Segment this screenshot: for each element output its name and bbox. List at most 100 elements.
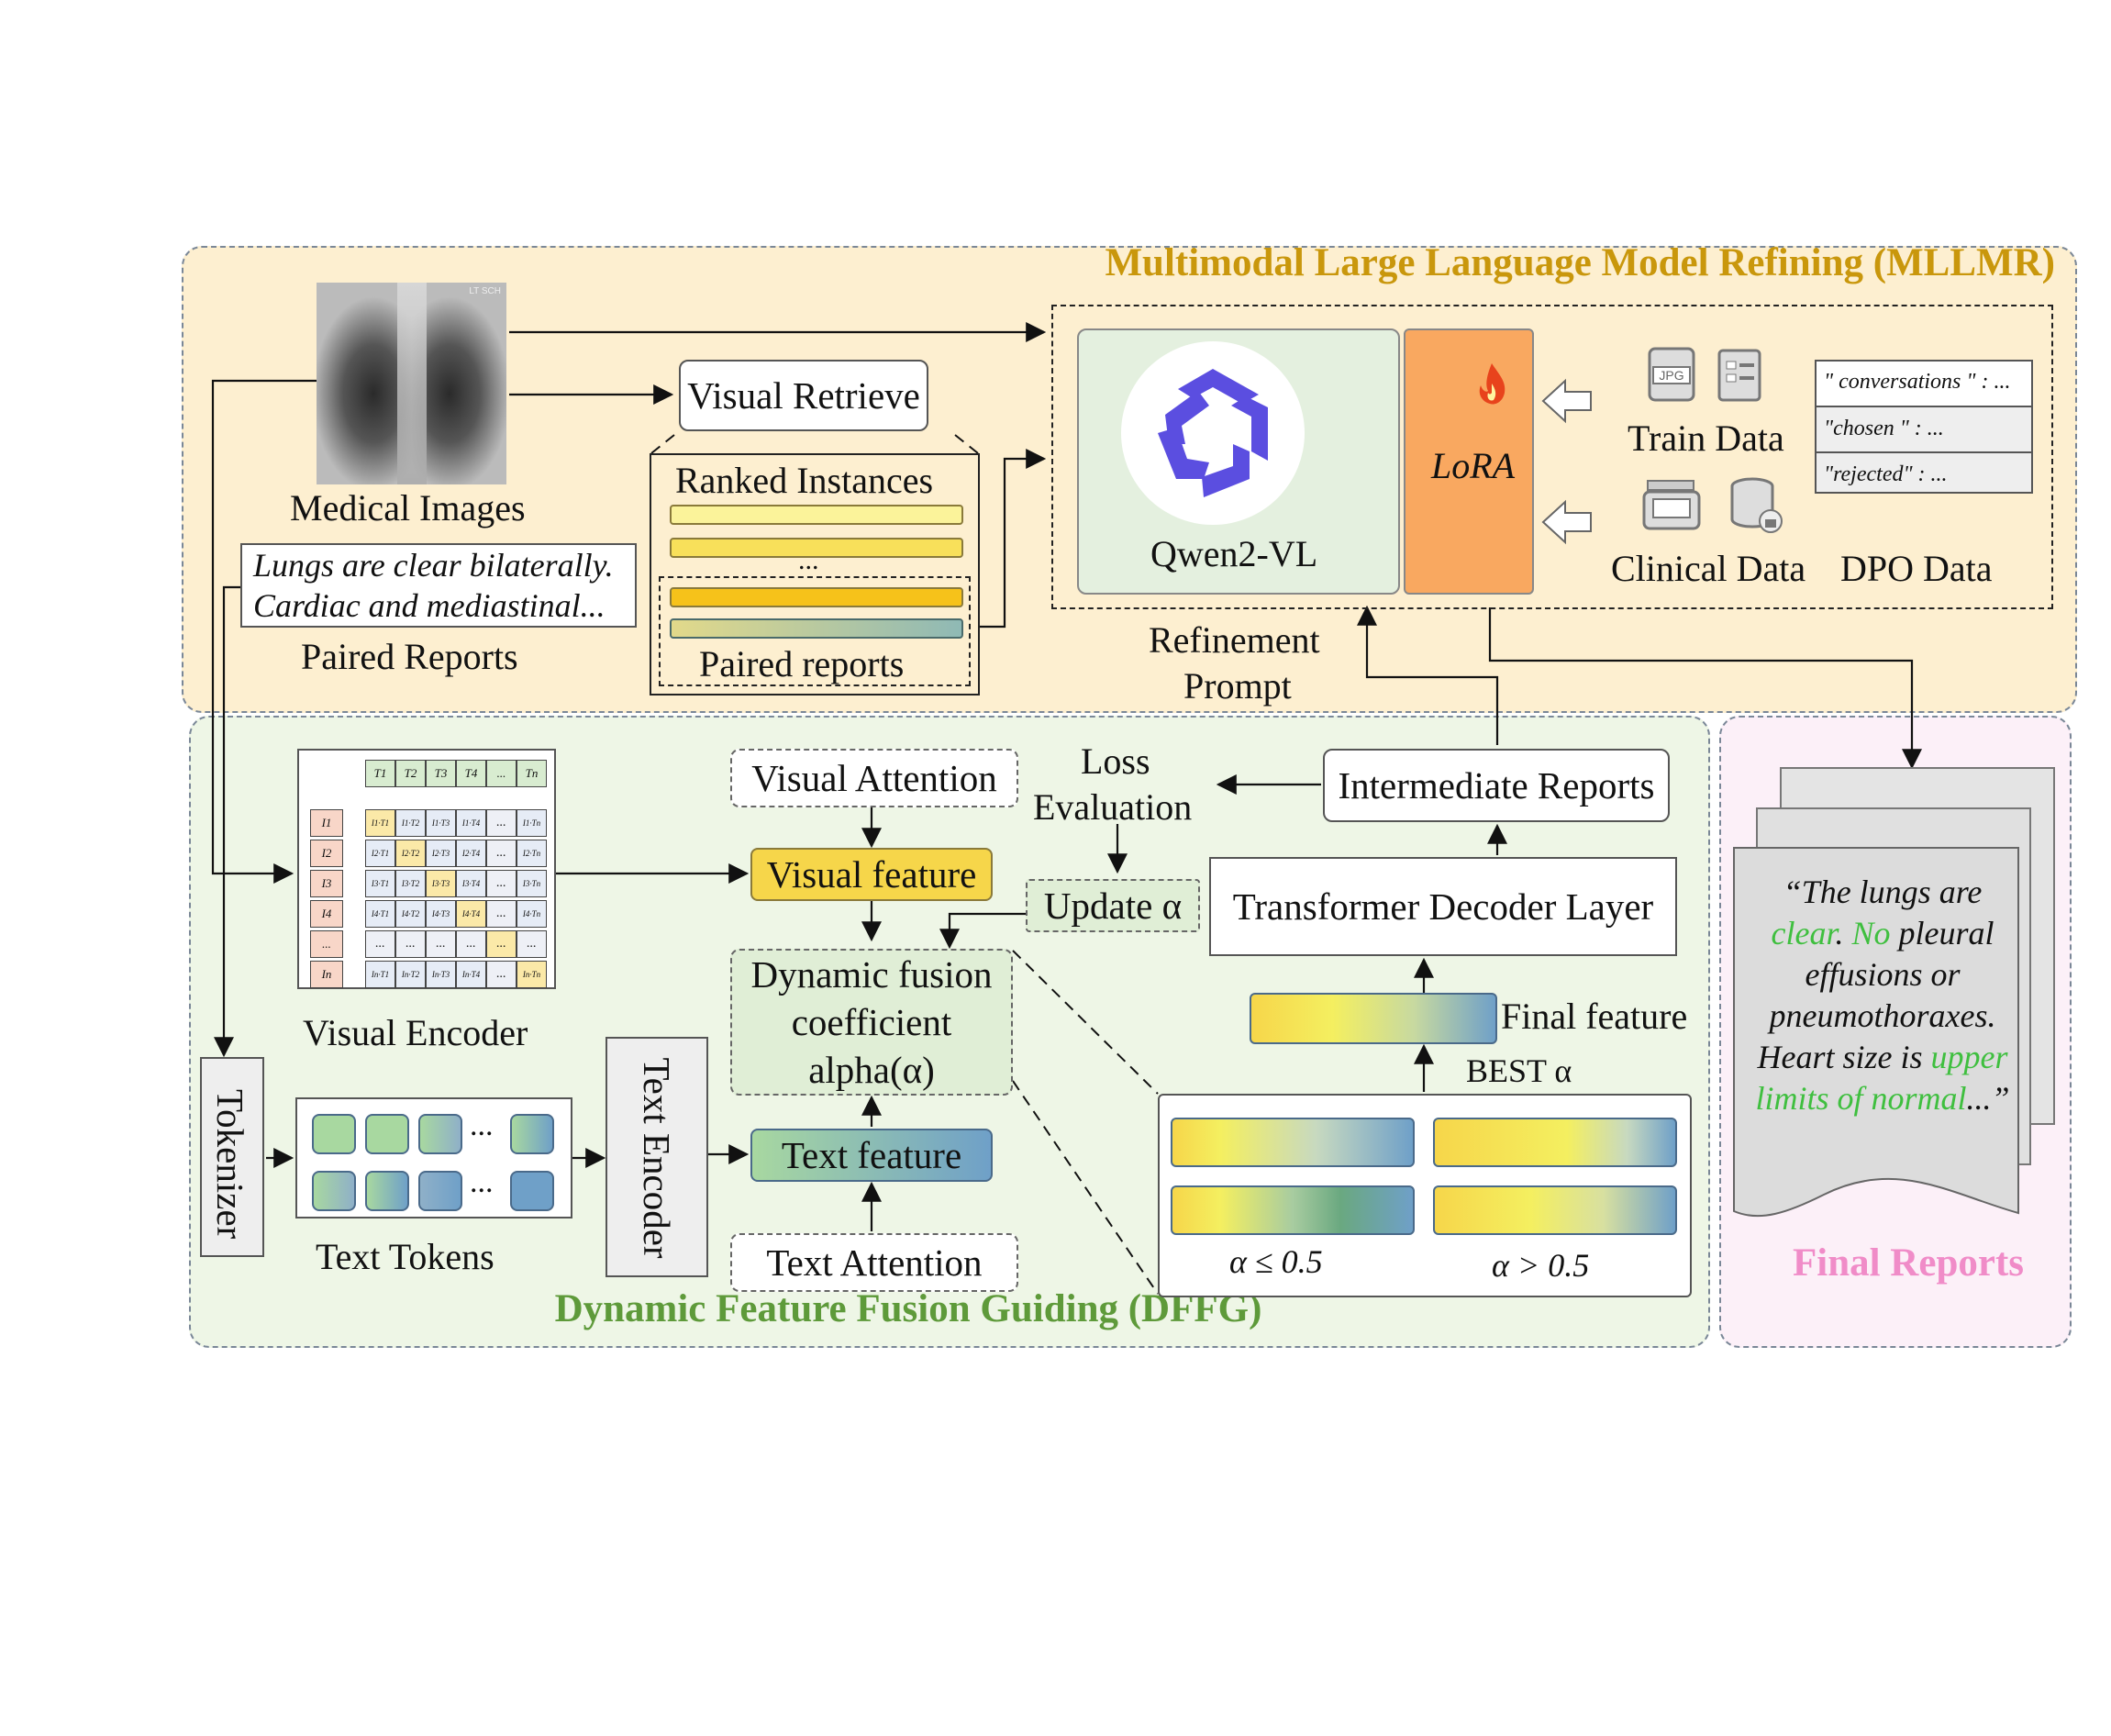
clinical-device-icon <box>1640 475 1705 539</box>
mllm-outer-box <box>1051 305 2053 609</box>
xray-tag: LT SCH <box>469 286 501 296</box>
dpo-table: " conversations " : ... "chosen " : ... … <box>1815 360 2033 494</box>
final-part-6: pneumothoraxes. <box>1769 997 1996 1034</box>
best-alpha-label: BEST α <box>1466 1052 1572 1089</box>
final-reports-title: Final Reports <box>1792 1241 2025 1285</box>
matrix-cell: ... <box>486 930 517 958</box>
matrix-row-header: ... <box>310 930 343 958</box>
tokenizer-label: Tokenizer <box>209 1089 251 1240</box>
visual-attention-box: Visual Attention <box>730 749 1018 807</box>
matrix-cell: ... <box>456 930 486 958</box>
alpha-high-bar-2 <box>1433 1185 1677 1235</box>
refinement-label-1: Refinement <box>1149 619 1320 661</box>
report-snippet-box: Lungs are clear bilaterally. Cardiac and… <box>240 543 637 628</box>
jpg-file-icon: JPG <box>1646 345 1697 408</box>
final-part-5: effusions or <box>1805 956 1961 993</box>
visual-retrieve-box: Visual Retrieve <box>679 360 928 431</box>
dpo-row-1: " conversations " : ... <box>1817 362 2031 407</box>
loss-label-2: Evaluation <box>1033 786 1193 828</box>
jpg-text: JPG <box>1659 368 1683 383</box>
matrix-row-header: I2 <box>310 840 343 867</box>
report-line-1: Lungs are clear bilaterally. <box>253 547 614 584</box>
matrix-col-header: T2 <box>395 760 426 787</box>
matrix-cell: I3·T1 <box>365 870 395 897</box>
mllmr-title: Multimodal Large Language Model Refining… <box>1105 241 2055 284</box>
final-part-clear: clear <box>1771 915 1836 951</box>
matrix-cell: In·T4 <box>456 961 486 988</box>
fusion-coefficient-box: Dynamic fusion coefficient alpha(α) <box>730 949 1013 1096</box>
ranked-bar-2 <box>670 538 963 558</box>
text-token <box>510 1171 554 1211</box>
matrix-row-header: I3 <box>310 870 343 897</box>
report-line-2: Cardiac and mediastinal... <box>253 587 606 624</box>
text-token <box>418 1171 462 1211</box>
matrix-cell: I2·T2 <box>395 840 426 867</box>
text-token <box>510 1114 554 1154</box>
transformer-decoder-box: Transformer Decoder Layer <box>1209 857 1677 956</box>
matrix-cell: ... <box>365 930 395 958</box>
text-token <box>312 1171 356 1211</box>
qwen-label: Qwen2-VL <box>1150 533 1318 574</box>
qwen-logo <box>1121 341 1305 525</box>
final-part-7: Heart size is <box>1757 1039 1931 1075</box>
medical-images-label: Medical Images <box>290 487 526 529</box>
chest-xray-image: LT SCH <box>317 283 506 484</box>
matrix-cell: ... <box>517 930 547 958</box>
matrix-cell: I2·T4 <box>456 840 486 867</box>
text-encoder-label: Text Encoder <box>636 1057 678 1259</box>
ranked-ellipsis: ... <box>798 545 819 575</box>
refinement-label-2: Prompt <box>1183 665 1292 707</box>
final-report-text: “The lungs are clear. No pleural effusio… <box>1736 872 2029 1119</box>
intermediate-reports-box: Intermediate Reports <box>1323 749 1670 822</box>
dffg-title: Dynamic Feature Fusion Guiding (DFFG) <box>554 1287 1262 1330</box>
text-token <box>365 1114 409 1154</box>
final-part-no: No <box>1851 915 1891 951</box>
fusion-line-1: Dynamic fusion <box>750 953 993 996</box>
matrix-cell: ... <box>426 930 456 958</box>
lora-box <box>1404 328 1534 595</box>
matrix-cell: I4·T2 <box>395 900 426 928</box>
alpha-low-bar-2 <box>1171 1185 1415 1235</box>
ranked-instances-box <box>650 453 980 696</box>
text-token <box>312 1114 356 1154</box>
matrix-cell: I1·T2 <box>395 809 426 837</box>
matrix-cell: In·Tn <box>517 961 547 988</box>
text-attention-box: Text Attention <box>730 1233 1018 1292</box>
matrix-cell: ... <box>486 961 517 988</box>
matrix-cell: I3·T3 <box>426 870 456 897</box>
alpha-le-label: α ≤ 0.5 <box>1229 1243 1323 1280</box>
matrix-cell: I2·T1 <box>365 840 395 867</box>
dpo-row-3: "rejected" : ... <box>1824 462 1948 486</box>
ranked-bar-4 <box>670 618 963 639</box>
dpo-data-label: DPO Data <box>1840 548 1993 589</box>
ranked-bar-3 <box>670 587 963 607</box>
input-arrow-icon-2 <box>1541 499 1593 550</box>
matrix-cell: I1·T4 <box>456 809 486 837</box>
matrix-cell: ... <box>486 900 517 928</box>
matrix-cell: I3·Tn <box>517 870 547 897</box>
flame-icon <box>1473 362 1510 412</box>
fusion-line-3: alpha(α) <box>808 1049 935 1091</box>
matrix-cell: I1·T3 <box>426 809 456 837</box>
ranked-instances-label: Ranked Instances <box>675 460 934 501</box>
final-part-upper: upper <box>1930 1039 2008 1075</box>
matrix-row-header: I1 <box>310 809 343 837</box>
matrix-cell: ... <box>486 809 517 837</box>
token-ellipsis: ... <box>470 1108 494 1142</box>
lora-label: LoRA <box>1431 445 1516 486</box>
matrix-cell: In·T3 <box>426 961 456 988</box>
text-encoder-box <box>606 1037 708 1277</box>
matrix-cell: I1·Tn <box>517 809 547 837</box>
matrix-cell: I4·T3 <box>426 900 456 928</box>
text-feature-box: Text feature <box>750 1129 993 1182</box>
clinical-data-label: Clinical Data <box>1611 548 1806 589</box>
final-part-4: pleural <box>1890 915 1994 951</box>
matrix-cell: In·T1 <box>365 961 395 988</box>
final-part-10: ...” <box>1966 1080 2010 1117</box>
paired-reports-label: Paired Reports <box>301 636 518 677</box>
ranked-bar-1 <box>670 505 963 525</box>
report-page-front <box>1732 846 2020 1218</box>
final-part-0: “The lungs are <box>1783 874 1983 910</box>
input-arrow-icon-1 <box>1541 378 1593 428</box>
